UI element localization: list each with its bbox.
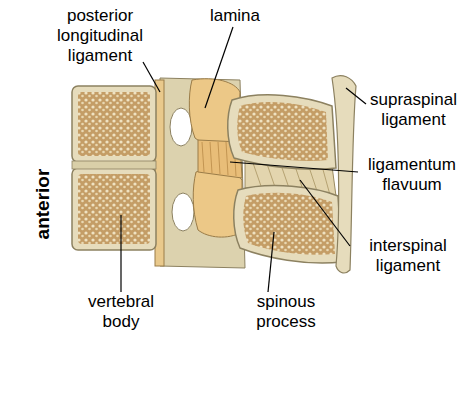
- part-label: ligamentum flavuum: [352, 155, 472, 195]
- vertebral-body-shape: [72, 168, 156, 250]
- intervertebral-foramen: [170, 108, 192, 146]
- cancellous-bone: [78, 174, 150, 244]
- intervertebral-disc: [72, 161, 156, 169]
- leader-line: [300, 180, 350, 246]
- leader-line: [268, 232, 274, 292]
- orientation-label: anterior: [33, 161, 53, 247]
- vertebral-body-shape: [72, 86, 156, 162]
- spinous-process-shape: [234, 186, 342, 264]
- part-label: supraspinal ligament: [356, 90, 471, 130]
- leader-line: [346, 88, 366, 104]
- supraspinal-ligament-shape: [332, 76, 356, 273]
- part-label: posterior longitudinal ligament: [40, 6, 160, 66]
- part-label: spinous process: [236, 292, 336, 332]
- leader-lines: [121, 27, 366, 292]
- cancellous-bone: [237, 102, 328, 161]
- cancellous-bone: [78, 92, 150, 156]
- part-label: lamina: [195, 6, 275, 26]
- part-label: vertebral body: [76, 292, 166, 332]
- leader-line: [230, 162, 358, 172]
- cancellous-bone: [243, 193, 335, 255]
- leader-line: [205, 27, 233, 108]
- leader-line: [120, 215, 121, 292]
- part-label: interspinal ligament: [348, 236, 468, 276]
- spinous-process-shape: [228, 95, 336, 169]
- intervertebral-foramen: [172, 193, 194, 231]
- leader-line: [143, 62, 160, 92]
